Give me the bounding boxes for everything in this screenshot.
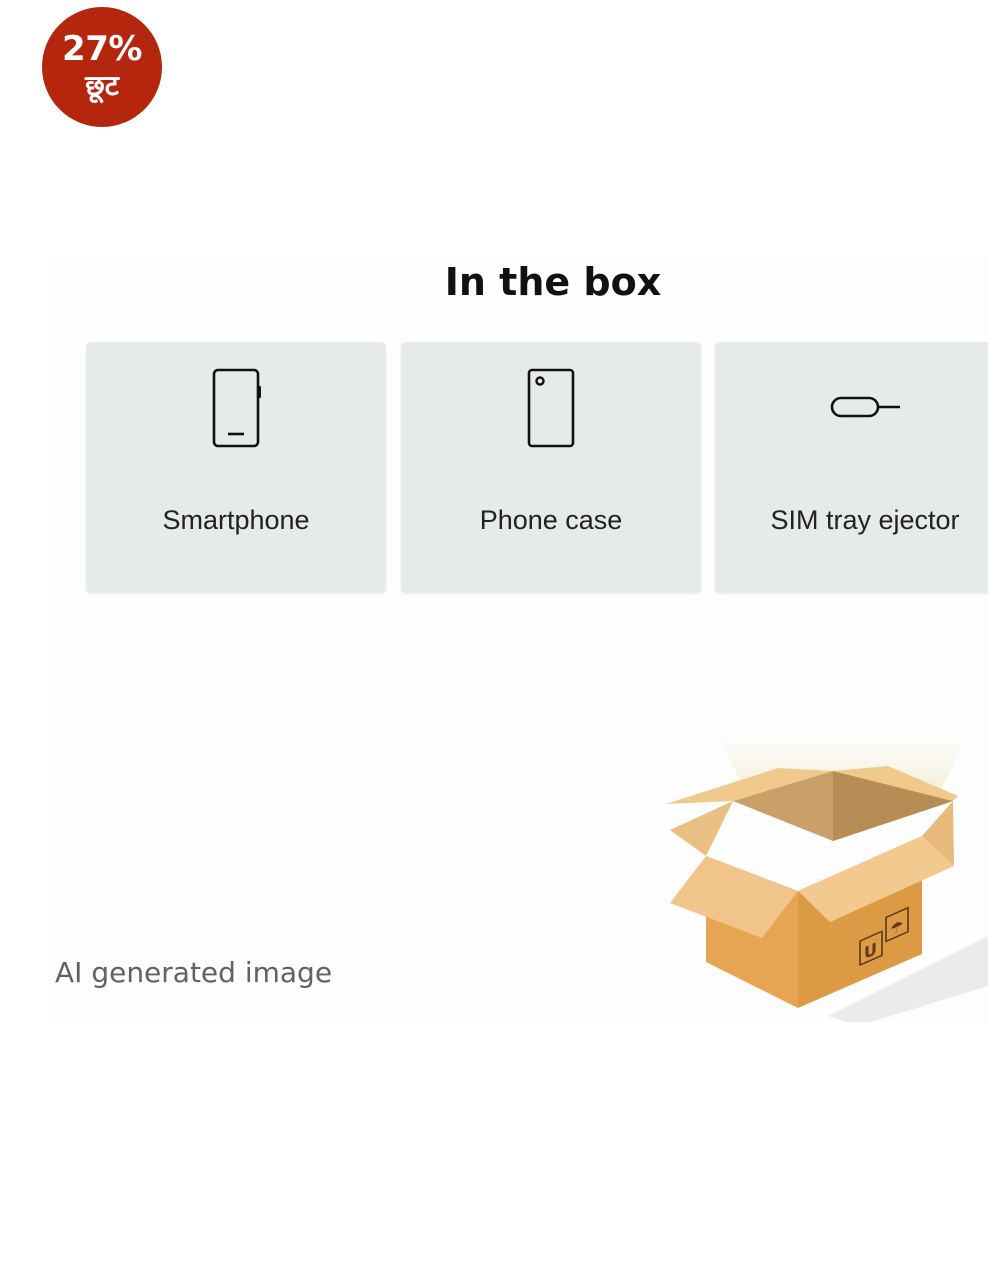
box-item-sim-ejector: SIM tray ejector (715, 342, 988, 593)
box-item-label: SIM tray ejector (770, 505, 960, 535)
phone-case-icon (501, 366, 601, 450)
smartphone-icon (186, 366, 286, 450)
box-item-smartphone: Smartphone (86, 342, 386, 593)
discount-badge: 27% छूट (42, 7, 162, 127)
svg-text:☂: ☂ (890, 915, 903, 939)
discount-percent: 27% (62, 29, 142, 69)
ai-generated-caption: AI generated image (55, 956, 333, 989)
sim-ejector-icon (815, 366, 915, 450)
box-item-phone-case: Phone case (401, 342, 701, 593)
discount-label: छूट (85, 69, 119, 102)
svg-text:U: U (864, 938, 877, 963)
open-cardboard-box-icon: U ☂ (666, 736, 988, 1022)
product-image-in-the-box[interactable]: In the box Smartphone Phone case (48, 256, 988, 1022)
in-the-box-title: In the box (444, 260, 662, 304)
box-item-label: Smartphone (162, 505, 310, 535)
box-item-label: Phone case (479, 505, 623, 535)
